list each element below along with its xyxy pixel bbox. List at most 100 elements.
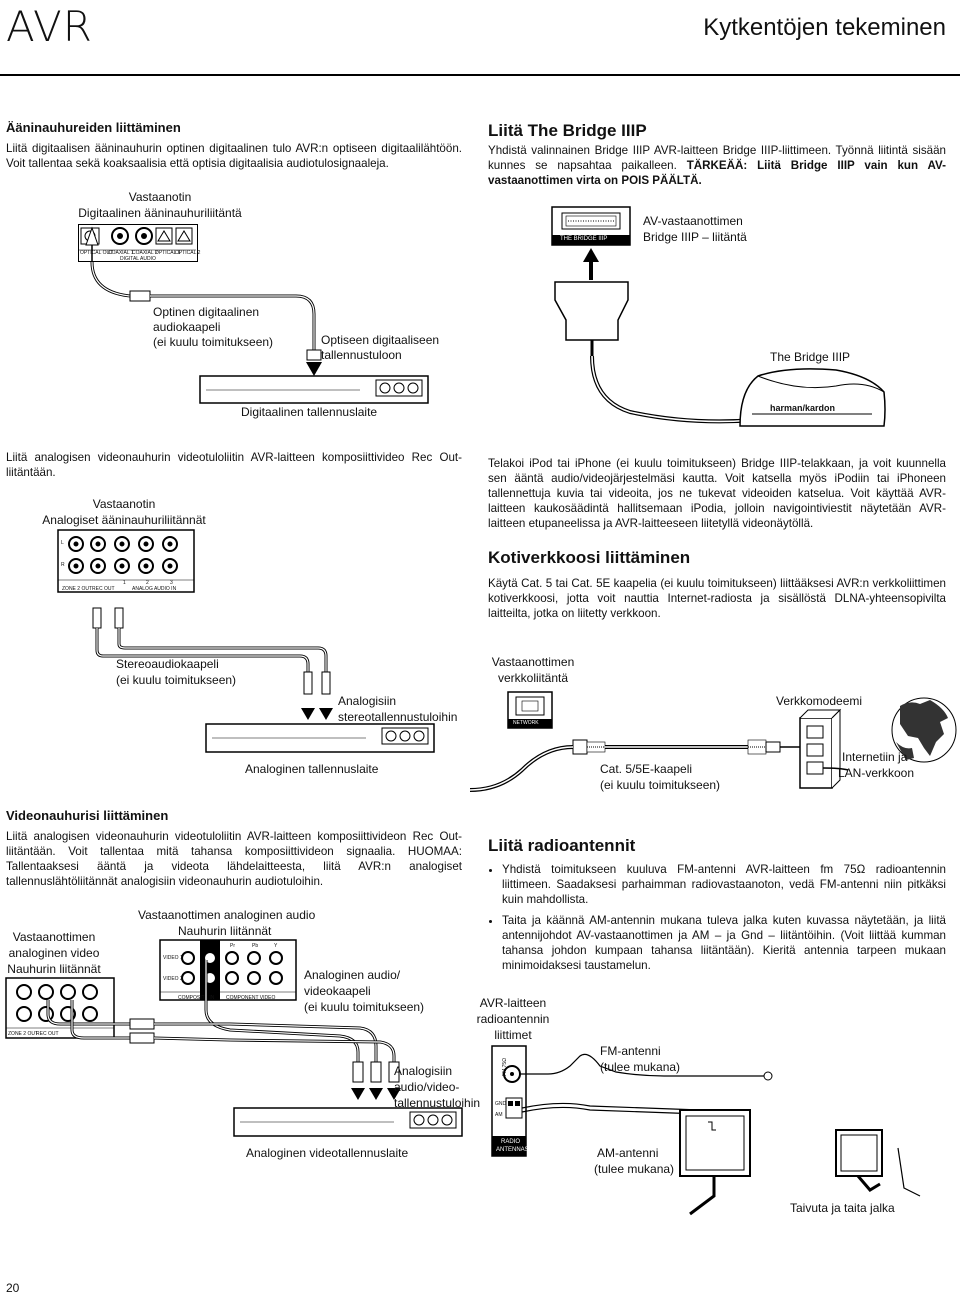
video-recorder-device bbox=[233, 1107, 463, 1137]
network-text: Käytä Cat. 5 tai Cat. 5E kaapelia (ei ku… bbox=[488, 577, 946, 620]
bridge-connector-label-1: AV-vastaanottimen bbox=[643, 214, 743, 228]
stereo-cable-label-1: Stereoaudiokaapeli bbox=[116, 657, 219, 671]
fm-antenna-label-2: (tulee mukana) bbox=[600, 1060, 681, 1074]
audio-tape-heading: Ääninauhureiden liittäminen bbox=[6, 120, 181, 135]
bridge-port-label: THE BRIDGE IIIP bbox=[560, 236, 608, 242]
page-number: 20 bbox=[6, 1281, 20, 1295]
optical-cable-label-3: (ei kuulu toimitukseen) bbox=[153, 335, 274, 349]
bridge-text: Yhdistä valinnainen Bridge IIIP AVR-lait… bbox=[488, 143, 946, 188]
video-panel-recout: REC OUT bbox=[36, 1031, 59, 1037]
digital-recorder-device bbox=[199, 375, 429, 404]
bridge-text-warning: TÄRKEÄÄ: Liitä Bridge IIIP vain kun AV-v… bbox=[488, 159, 946, 187]
radio-panel-radio: RADIO bbox=[501, 1139, 521, 1145]
analog-panel-in2: 2 bbox=[146, 580, 149, 586]
av-panel-composite: COMPOSITE IN bbox=[178, 995, 215, 1001]
optical-cable-label-1: Optinen digitaalinen bbox=[153, 305, 260, 319]
modem-label: Verkkomodeemi bbox=[776, 694, 863, 708]
bridge-text-2: Telakoi iPod tai iPhone (ei kuulu toimit… bbox=[488, 457, 946, 530]
video-recorder-label: Analoginen videotallennuslaite bbox=[246, 1146, 409, 1160]
radio-bullet-am: Taita ja käännä AM-antennin mukana tulev… bbox=[502, 913, 946, 973]
radio-panel-gnd: GND bbox=[495, 1101, 507, 1107]
internet-label-2: LAN-verkkoon bbox=[838, 766, 915, 780]
radio-panel-fm: FM 75Ω bbox=[501, 1058, 508, 1076]
video-receiver-label-1: Vastaanottimen bbox=[12, 930, 96, 944]
bridge-connector-label-2: Bridge IIIP – liitäntä bbox=[643, 230, 747, 244]
analog-receiver-label-2: Analogiset ääninauhuriliitännät bbox=[42, 513, 206, 527]
analog-audio-text: Liitä analogisen videonauhurin videotulo… bbox=[6, 451, 462, 479]
header-rule bbox=[0, 74, 960, 76]
analog-panel-recout: REC OUT bbox=[92, 586, 115, 592]
analog-panel-in3: 3 bbox=[170, 580, 173, 586]
brand-logo: AVR bbox=[6, 2, 93, 51]
cat5-cable-label-2: (ei kuulu toimitukseen) bbox=[600, 778, 721, 792]
bridge-text-normal: Yhdistä valinnainen Bridge IIIP AVR-lait… bbox=[488, 144, 946, 172]
analog-panel-l: L bbox=[61, 540, 64, 546]
video-panel-zone2: ZONE 2 OUT bbox=[8, 1031, 39, 1037]
audio-tape-text: Liitä digitaalisen ääninauhurin optinen … bbox=[6, 142, 462, 170]
panel-label-digital-audio: DIGITAL AUDIO bbox=[120, 256, 156, 262]
bridge-device-label: The Bridge IIIP bbox=[770, 350, 851, 364]
radio-terminal-label-2: radioantennin bbox=[476, 1012, 550, 1026]
analog-recorder-device bbox=[205, 723, 435, 753]
analog-panel-analog-in: ANALOG AUDIO IN bbox=[132, 586, 177, 592]
optical-cable-label-2: audiokaapeli bbox=[153, 320, 221, 334]
harman-kardon-logo: harman/kardon bbox=[770, 403, 836, 413]
panel-label-optical-2: OPTICAL 2 bbox=[175, 250, 201, 256]
av-cable-label-2: videokaapeli bbox=[304, 984, 371, 998]
network-port-label: NETWORK bbox=[513, 720, 539, 726]
av-cable-label-3: (ei kuulu toimitukseen) bbox=[304, 1000, 425, 1014]
bridge-heading: Liitä The Bridge IIIP bbox=[488, 121, 647, 140]
panel-label-coaxial-1: COAXIAL 1 bbox=[108, 250, 134, 256]
av-audio-panel bbox=[159, 939, 297, 1001]
network-receiver-label-2: verkkoliitäntä bbox=[497, 671, 569, 685]
analog-audio-panel bbox=[57, 529, 195, 593]
video-text: Liitä analogisen videonauhurin videotulo… bbox=[6, 830, 462, 888]
video-receiver-label-3: Nauhurin liitännät bbox=[7, 962, 101, 976]
panel-label-optical-1: OPTICAL 1 bbox=[155, 250, 181, 256]
am-antenna-label-2: (tulee mukana) bbox=[594, 1162, 675, 1176]
bridge-port-panel bbox=[551, 206, 631, 246]
stereo-input-label-2: stereotallennustuloihin bbox=[338, 710, 458, 724]
av-panel-video2: VIDEO 2 bbox=[163, 976, 183, 982]
radio-panel-antennas: ANTENNAS bbox=[496, 1147, 529, 1153]
radio-terminal-label-1: AVR-laitteen bbox=[479, 996, 547, 1010]
digital-audio-panel-jacks bbox=[78, 227, 196, 251]
stereo-cable-label-2: (ei kuulu toimitukseen) bbox=[116, 673, 237, 687]
video-out-panel bbox=[5, 977, 115, 1039]
audio-nauhuri-label-1: Vastaanottimen analoginen audio bbox=[138, 908, 316, 922]
panel-label-coaxial-2: COAXIAL 2 bbox=[132, 250, 158, 256]
optical-input-label-2: tallennustuloon bbox=[321, 348, 402, 362]
panel-label-optical-out: OPTICAL OUT bbox=[80, 250, 114, 256]
radio-bullets: Yhdistä toimitukseen kuuluva FM-antenni … bbox=[488, 862, 946, 979]
page-title: Kytkentöjen tekeminen bbox=[703, 14, 946, 41]
am-antenna-label-1: AM-antenni bbox=[597, 1146, 659, 1160]
av-input-label-2: audio/video- bbox=[394, 1080, 460, 1094]
analog-receiver-label-1: Vastaanotin bbox=[92, 497, 156, 511]
network-heading: Kotiverkkoosi liittäminen bbox=[488, 548, 691, 567]
digital-receiver-label-1: Vastaanotin bbox=[128, 190, 192, 204]
digital-receiver-label-2: Digitaalinen ääninauhuriliitäntä bbox=[78, 206, 242, 220]
av-panel-y: Y bbox=[274, 943, 278, 949]
internet-label-1: Internetiin ja bbox=[842, 750, 908, 764]
av-input-label-3: tallennustuloihin bbox=[394, 1096, 481, 1110]
radio-bullet-fm: Yhdistä toimitukseen kuuluva FM-antenni … bbox=[502, 862, 946, 907]
av-panel-pb: Pb bbox=[252, 943, 259, 949]
fm-antenna-label-1: FM-antenni bbox=[600, 1044, 661, 1058]
analog-panel-zone2: ZONE 2 OUT bbox=[62, 586, 93, 592]
fold-leg-label: Taivuta ja taita jalka bbox=[790, 1201, 895, 1215]
digital-recorder-label: Digitaalinen tallennuslaite bbox=[241, 405, 378, 419]
video-receiver-label-2: analoginen video bbox=[8, 946, 100, 960]
network-receiver-label-1: Vastaanottimen bbox=[491, 655, 575, 669]
av-panel-video1: VIDEO 1 bbox=[163, 955, 183, 961]
analog-panel-in1: 1 bbox=[123, 580, 126, 586]
analog-panel-r: R bbox=[61, 562, 65, 568]
audio-nauhuri-label-2: Nauhurin liitännät bbox=[178, 924, 272, 938]
cat5-cable-label-1: Cat. 5/5E-kaapeli bbox=[600, 762, 693, 776]
video-heading: Videonauhurisi liittäminen bbox=[6, 808, 169, 823]
